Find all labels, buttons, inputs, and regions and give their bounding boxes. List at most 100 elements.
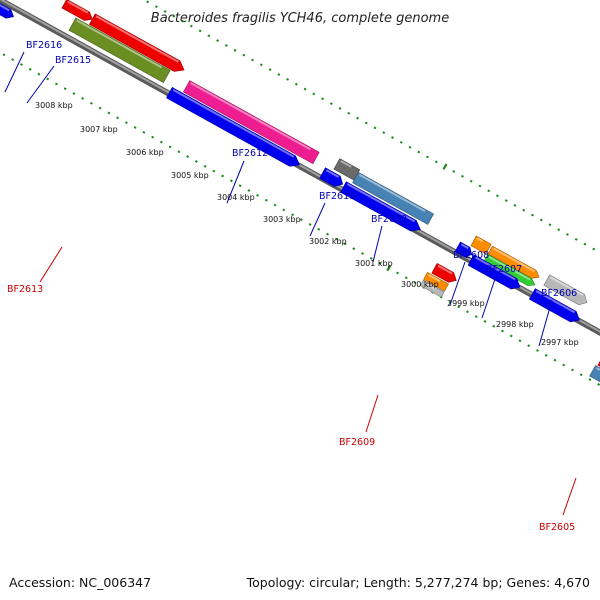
scale-tick bbox=[548, 223, 552, 227]
scale-tick bbox=[373, 126, 377, 130]
scale-tick bbox=[461, 174, 464, 178]
gene-label-bf2611: BF2611 bbox=[319, 191, 355, 202]
scale-tick bbox=[273, 203, 277, 207]
gene-bf2609-red bbox=[431, 262, 457, 283]
gene-bf2605-steel bbox=[589, 365, 600, 383]
gene-label-bf2612: BF2612 bbox=[232, 148, 268, 159]
scale-tick bbox=[247, 189, 251, 192]
leader-bf2611 bbox=[309, 202, 326, 237]
scale-tick bbox=[338, 107, 342, 110]
scale-tick bbox=[426, 155, 429, 159]
scale-label: 3008 kbp bbox=[35, 101, 73, 110]
leader-bf2615 bbox=[26, 65, 55, 104]
gene-label-bf2607: BF2607 bbox=[486, 264, 522, 275]
scale-label: 2998 kbp bbox=[496, 320, 534, 329]
scale-tick bbox=[386, 264, 392, 272]
scale-tick bbox=[194, 160, 198, 163]
scale-tick bbox=[181, 19, 185, 23]
scale-tick bbox=[364, 121, 368, 125]
scale-tick bbox=[522, 208, 526, 212]
scale-tick bbox=[81, 97, 85, 100]
scale-tick bbox=[579, 373, 583, 377]
gene-blue-right-mid bbox=[467, 254, 521, 290]
scale-tick bbox=[172, 14, 176, 18]
gene-label-bf2608: BF2608 bbox=[453, 250, 489, 261]
leader-bf2613 bbox=[39, 246, 63, 283]
scale-label: 2997 kbp bbox=[541, 338, 579, 347]
scale-tick bbox=[317, 227, 321, 231]
gene-red-large bbox=[88, 13, 185, 72]
scale-tick bbox=[242, 53, 246, 57]
scale-tick bbox=[268, 68, 272, 72]
scale-label: 3000 kbp bbox=[401, 280, 439, 289]
scale-tick bbox=[116, 116, 120, 120]
scale-tick bbox=[151, 135, 155, 139]
scale-tick bbox=[28, 67, 32, 71]
scale-tick bbox=[457, 305, 461, 309]
scale-tick bbox=[492, 324, 496, 328]
gene-label-bf2616: BF2616 bbox=[26, 40, 62, 51]
scale-tick bbox=[487, 189, 491, 193]
scale-tick bbox=[238, 184, 242, 188]
scale-tick bbox=[404, 276, 408, 280]
scale-tick bbox=[356, 116, 359, 120]
scale-tick bbox=[544, 353, 548, 357]
scale-tick bbox=[264, 198, 268, 202]
accession-label: Accession: NC_006347 bbox=[9, 575, 152, 590]
scale-tick bbox=[496, 194, 499, 198]
gene-bf2612-pink bbox=[182, 80, 320, 165]
scale-tick bbox=[189, 24, 193, 28]
scale-tick bbox=[553, 358, 557, 362]
map-title: Bacteroides fragilis YCH46, complete gen… bbox=[151, 11, 449, 26]
scale-tick bbox=[229, 179, 233, 183]
gene-bf2605-red bbox=[597, 360, 600, 367]
gene-blue-right-end bbox=[528, 288, 580, 323]
scale-tick bbox=[291, 213, 295, 217]
scale-tick bbox=[146, 0, 150, 4]
gene-red-small-left bbox=[61, 0, 93, 21]
scale-tick bbox=[168, 145, 172, 149]
scale-tick bbox=[224, 44, 228, 47]
scale-tick bbox=[566, 233, 569, 236]
scale-tick bbox=[583, 242, 587, 246]
scale-tick bbox=[531, 213, 534, 217]
scale-tick bbox=[329, 102, 333, 106]
scale-tick bbox=[334, 237, 338, 241]
scale-tick bbox=[369, 256, 373, 260]
scale-tick bbox=[597, 383, 600, 386]
leader-bf2616 bbox=[4, 51, 25, 93]
gene-label-bf2605: BF2605 bbox=[539, 522, 575, 533]
scale-tick bbox=[539, 218, 543, 222]
scale-label: 3007 kbp bbox=[80, 125, 118, 134]
leader-bf2606 bbox=[538, 299, 553, 347]
scale-tick bbox=[378, 261, 382, 265]
scale-tick bbox=[557, 228, 561, 232]
scale-tick bbox=[442, 163, 448, 170]
scale-tick bbox=[574, 237, 578, 241]
scale-label: 3005 kbp bbox=[171, 171, 209, 180]
scale-tick bbox=[154, 5, 158, 9]
scale-tick bbox=[159, 140, 163, 144]
gene-olive-bar bbox=[68, 17, 171, 84]
scale-tick bbox=[37, 72, 41, 76]
scale-tick bbox=[2, 53, 6, 57]
scale-tick bbox=[562, 363, 566, 367]
scale-tick bbox=[207, 34, 211, 38]
scale-tick bbox=[501, 329, 504, 333]
scale-tick bbox=[469, 179, 473, 183]
scale-tick bbox=[396, 271, 399, 275]
scale-tick bbox=[343, 242, 347, 246]
gene-label-bf2606: BF2606 bbox=[541, 288, 577, 299]
leader-bf2610 bbox=[372, 225, 383, 263]
scale-label: 3003 kbp bbox=[263, 215, 301, 224]
gene-bf2612-blue bbox=[165, 86, 301, 167]
leader-bf2609 bbox=[365, 394, 379, 433]
scale-tick bbox=[417, 150, 421, 154]
gene-bf2610-blue bbox=[340, 181, 421, 232]
scale-tick bbox=[347, 111, 351, 115]
gene-label-bf2610: BF2610 bbox=[371, 214, 407, 225]
scale-tick bbox=[592, 247, 596, 251]
scale-tick bbox=[46, 77, 50, 81]
